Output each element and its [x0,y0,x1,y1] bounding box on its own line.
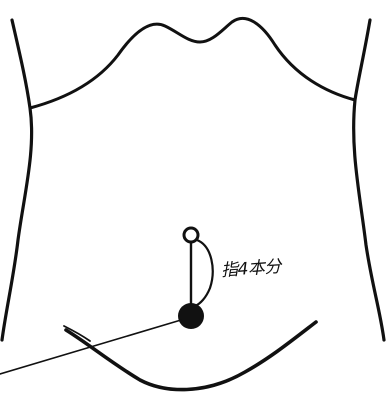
ribcage-line [30,18,355,108]
measurement-bracket [195,240,213,306]
torso-right-outline [354,20,384,340]
measurement-label: 指4本分 [220,252,281,281]
acupoint-marker [178,303,204,329]
leader-line [0,320,181,374]
torso-left-outline [2,20,32,340]
navel-marker [184,228,198,242]
pelvic-line [66,322,316,390]
